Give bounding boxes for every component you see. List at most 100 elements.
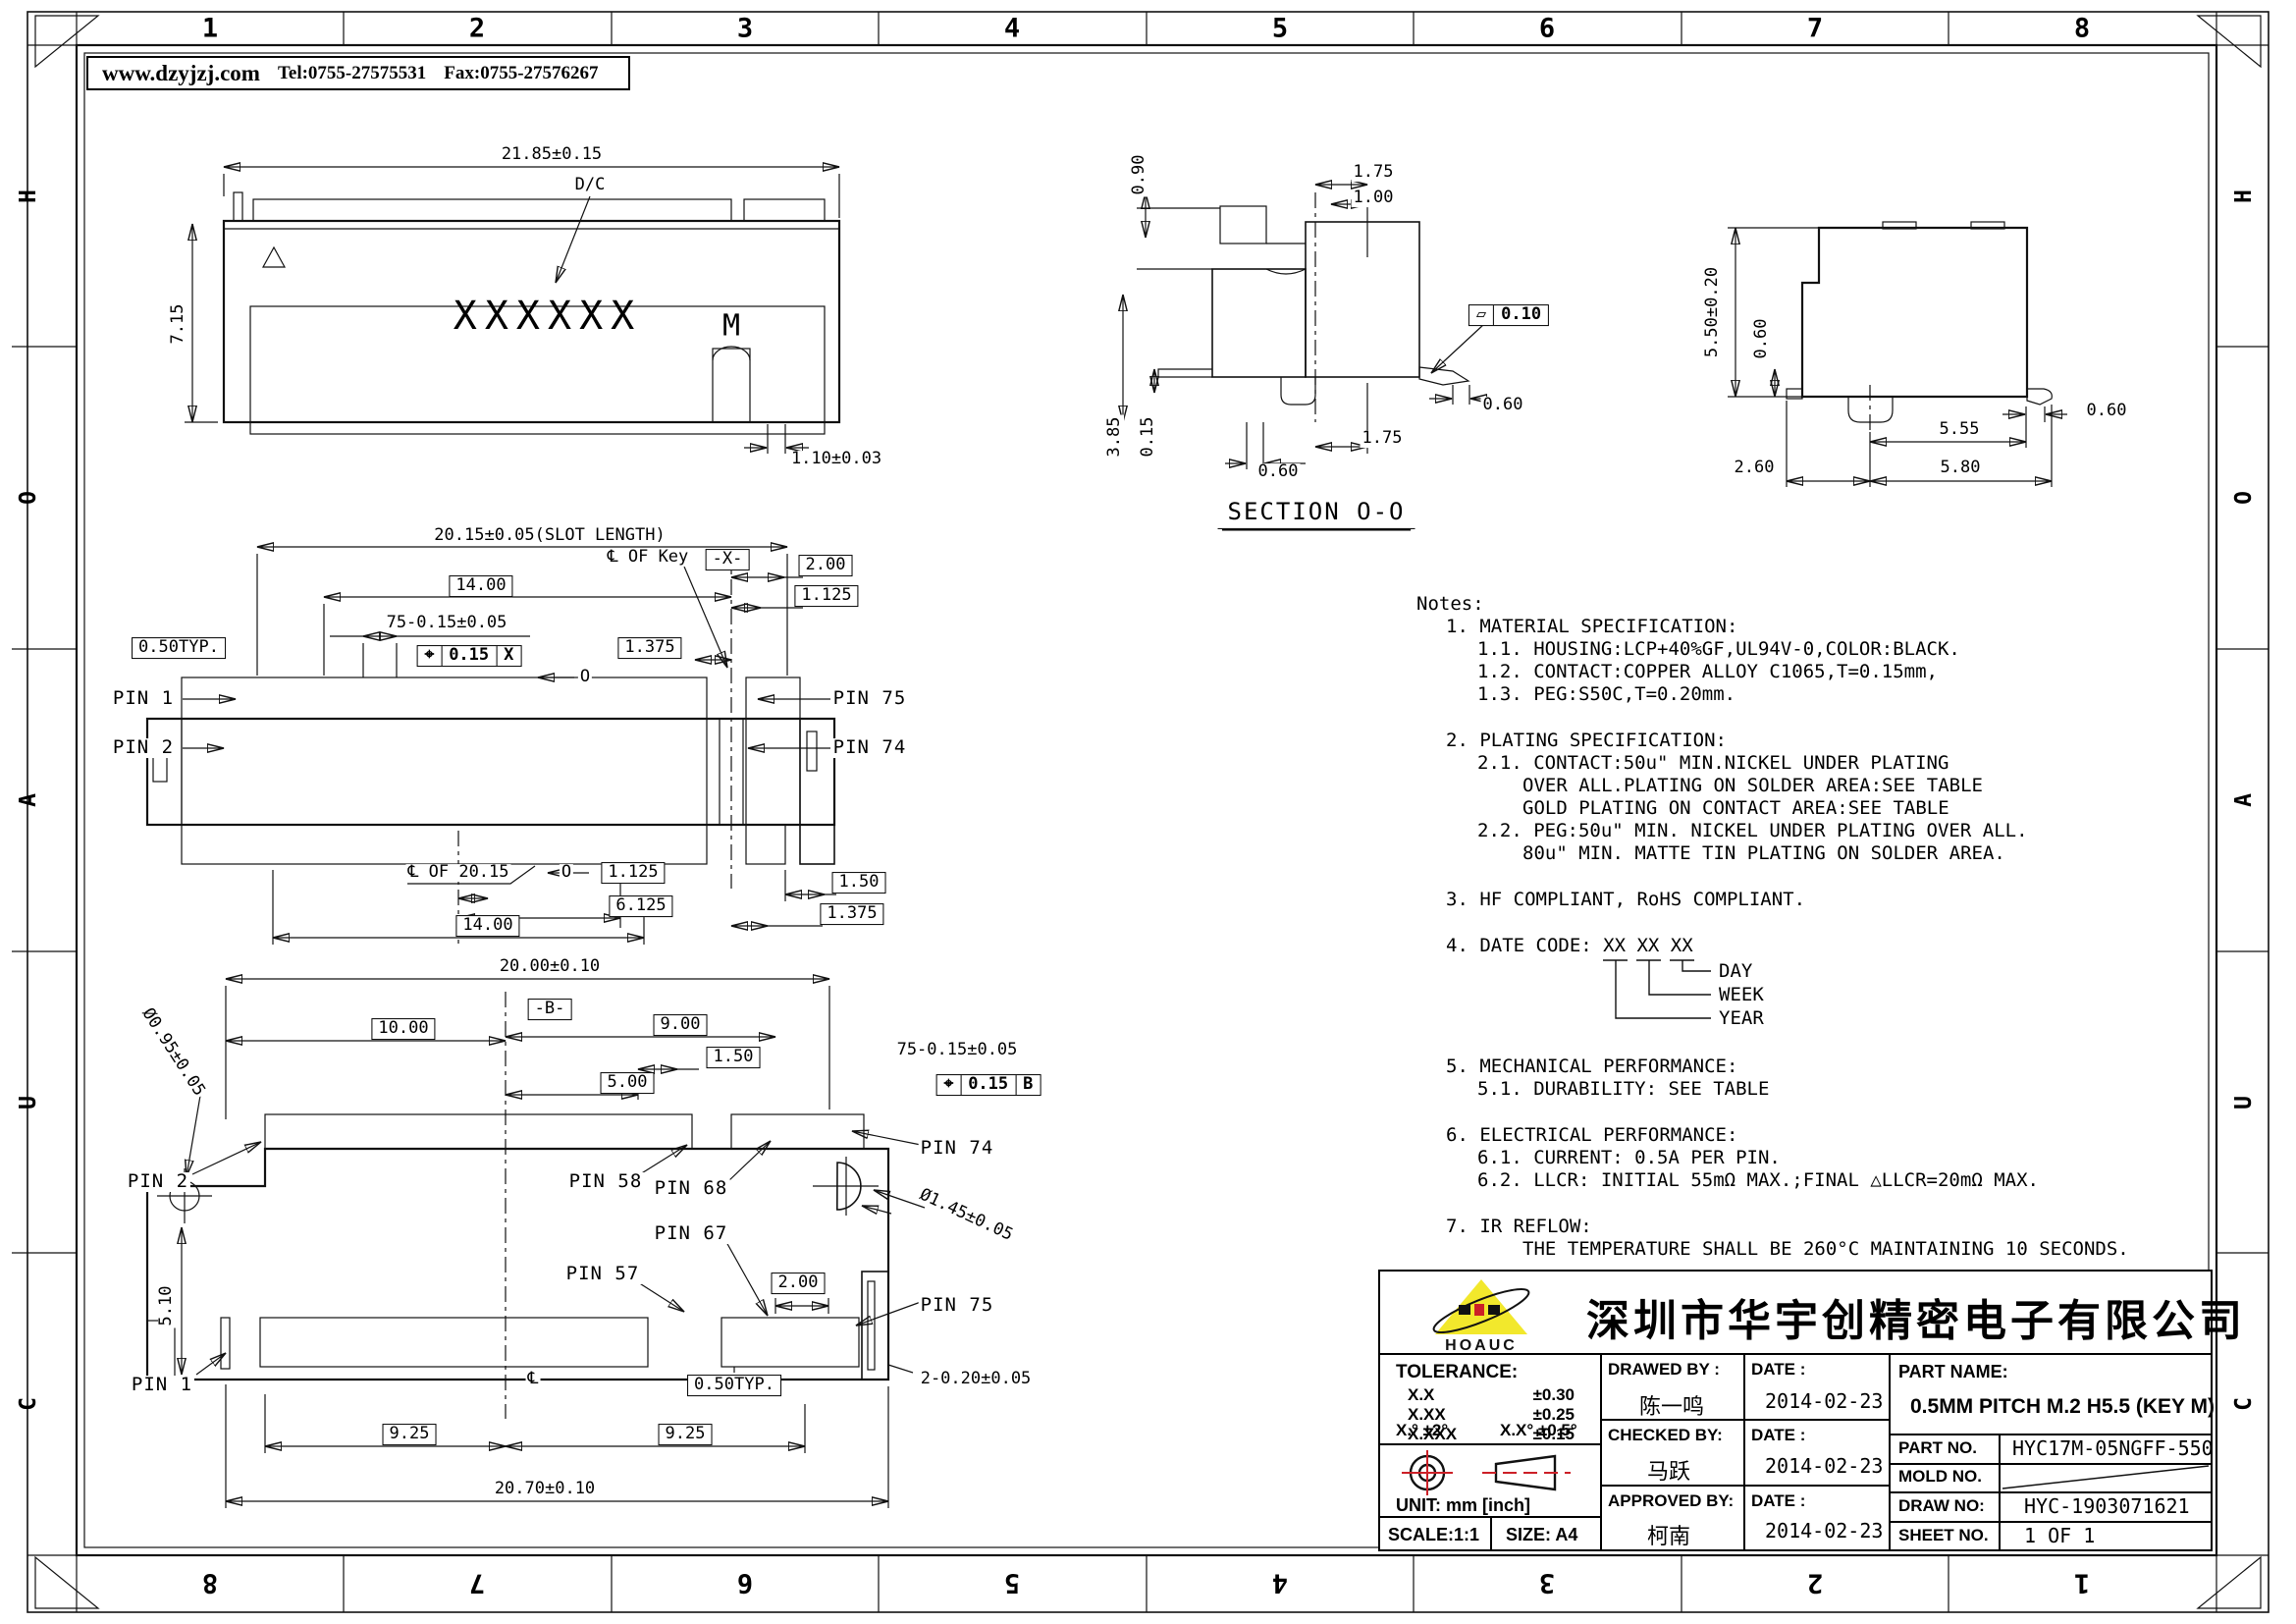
front-view [145, 547, 836, 947]
ruler-number-bottom: 1 [2073, 1567, 2091, 1598]
section-view [1123, 185, 1492, 469]
dim-label: XXXXXX [453, 294, 643, 339]
approved-by-name: 柯南 [1647, 1524, 1691, 1548]
ruler-letter-right: H [2231, 189, 2257, 203]
pin-label: PIN 2 [110, 736, 177, 759]
dim-label: 0.60 [1255, 461, 1301, 482]
date-code-week: WEEK [1719, 984, 1764, 1005]
ruler-number-bottom: 5 [1003, 1567, 1021, 1598]
dim-label: 1.375 [820, 903, 884, 925]
date-label-2: DATE : [1751, 1426, 1806, 1444]
ruler-letter-left: O [16, 491, 41, 505]
dim-label: 14.00 [449, 575, 513, 597]
ruler-letter-left: C [16, 1397, 41, 1411]
tolerance-row: X.X±0.30 [1408, 1385, 1575, 1404]
dim-label: 5.80 [1938, 458, 1983, 478]
ruler-letter-left: A [16, 793, 41, 807]
note-line: 6.2. LLCR: INITIAL 55mΩ MAX.;FINAL △LLCR… [1477, 1169, 2039, 1191]
ruler-number-bottom: 3 [1538, 1567, 1556, 1598]
dim-label: 1.375 [617, 637, 682, 659]
pin-label: PIN 74 [918, 1137, 996, 1160]
dim-label: 2.00 [798, 555, 853, 576]
dim-label: 2.00 [771, 1272, 826, 1294]
drawed-by-name: 陈一鸣 [1639, 1394, 1705, 1419]
ruler-number-top: 5 [1271, 13, 1289, 44]
dim-label: ℄ OF Key [605, 547, 691, 568]
ruler-letter-right: U [2231, 1096, 2257, 1110]
side-view [1728, 221, 2067, 487]
dim-label: 1.125 [794, 585, 859, 607]
company-name: 深圳市华宇创精密电子有限公司 [1586, 1297, 2246, 1345]
dim-label: 1.10±0.03 [788, 449, 884, 469]
checked-by-label: CHECKED BY: [1608, 1426, 1723, 1444]
dim-label: 9.00 [653, 1014, 708, 1036]
ruler-letter-left: H [16, 189, 41, 203]
note-line: Notes: [1416, 593, 1484, 615]
dim-label: ℄ OF 20.15 [405, 862, 511, 883]
dim-label: 10.00 [371, 1018, 436, 1040]
dim-label: 5.10 [156, 1283, 177, 1328]
approved-date: 2014-02-23 [1765, 1519, 1884, 1543]
pin-label: PIN 75 [918, 1294, 996, 1317]
note-line: 5.1. DURABILITY: SEE TABLE [1477, 1078, 1770, 1100]
note-line: GOLD PLATING ON CONTACT AREA:SEE TABLE [1522, 797, 1949, 819]
checked-date: 2014-02-23 [1765, 1454, 1884, 1478]
dim-label: ℄ [525, 1369, 541, 1389]
note-line: 2. PLATING SPECIFICATION: [1446, 730, 1727, 751]
ruler-letter-right: A [2231, 793, 2257, 807]
dim-label: 9.25 [382, 1424, 437, 1445]
drawed-date: 2014-02-23 [1765, 1389, 1884, 1413]
note-line: 1. MATERIAL SPECIFICATION: [1446, 616, 1738, 637]
contact-info-box: www.dzyjzj.com Tel:0755-27575531 Fax:075… [86, 56, 630, 90]
dim-label: 1.125 [601, 862, 666, 884]
note-line: 2.1. CONTACT:50u" MIN.NICKEL UNDER PLATI… [1477, 752, 1949, 774]
ruler-letter-left: U [16, 1096, 41, 1110]
dim-label: 5.55 [1937, 419, 1982, 440]
note-line: THE TEMPERATURE SHALL BE 260°C MAINTAINI… [1522, 1238, 2129, 1260]
dim-label: 0.50TYP. [687, 1375, 781, 1396]
bottom-view [145, 979, 926, 1508]
dim-label: 75-0.15±0.05 [894, 1040, 1020, 1060]
dim-label: -X- [705, 549, 750, 570]
dim-label: 75-0.15±0.05 [384, 613, 509, 633]
ruler-number-top: 1 [201, 13, 219, 44]
dim-label: 0.60 [1751, 316, 1772, 361]
dim-label: 5.00 [600, 1072, 655, 1094]
notes-panel: Notes:1. MATERIAL SPECIFICATION:1.1. HOU… [1416, 593, 2231, 1261]
pin-label: PIN 1 [110, 687, 177, 710]
part-name-value: 0.5MM PITCH M.2 H5.5 (KEY M) [1910, 1395, 2215, 1418]
website-text: www.dzyjzj.com [102, 60, 260, 85]
tolerance-row: X.XX±0.25 [1408, 1405, 1575, 1424]
ruler-number-top: 8 [2073, 13, 2091, 44]
svg-text:HOAUC: HOAUC [1445, 1337, 1518, 1354]
note-line: 3. HF COMPLIANT, RoHS COMPLIANT. [1446, 889, 1806, 910]
mold-no-label: MOLD NO. [1898, 1467, 1982, 1486]
pin-label: PIN 1 [129, 1374, 195, 1396]
ruler-number-bottom: 7 [468, 1567, 486, 1598]
dim-label: 3.85 [1104, 414, 1125, 460]
note-line: 1.3. PEG:S50C,T=0.20mm. [1477, 683, 1736, 705]
projection-symbol [1402, 1450, 1571, 1495]
ruler-number-top: 2 [468, 13, 486, 44]
ruler-number-top: 4 [1003, 13, 1021, 44]
draw-no-label: DRAW NO: [1898, 1496, 1985, 1515]
ruler-number-top: 3 [736, 13, 754, 44]
fax-text: Fax:0755-27576267 [444, 62, 599, 83]
top-view [185, 167, 841, 454]
date-label-3: DATE : [1751, 1491, 1806, 1510]
dim-label: O [559, 862, 574, 883]
tolerance-title: TOLERANCE: [1396, 1362, 1519, 1382]
dim-label: 0.60 [2084, 401, 2129, 421]
date-code-day: DAY [1719, 960, 1753, 982]
hoauc-logo: HOAUC [1432, 1279, 1530, 1354]
dim-label: 20.15±0.05(SLOT LENGTH) [432, 525, 667, 546]
mold-no-blank [2002, 1465, 2210, 1489]
dim-label: 1.75 [1360, 428, 1405, 449]
dim-label: 5.50±0.20 [1702, 264, 1723, 360]
note-line: 6. ELECTRICAL PERFORMANCE: [1446, 1124, 1738, 1146]
ruler-letter-right: O [2231, 491, 2257, 505]
title-block: HOAUC 深圳市华宇创精密电子有限公司 TOLERANCE: X.X±0.30… [1378, 1270, 2246, 1551]
